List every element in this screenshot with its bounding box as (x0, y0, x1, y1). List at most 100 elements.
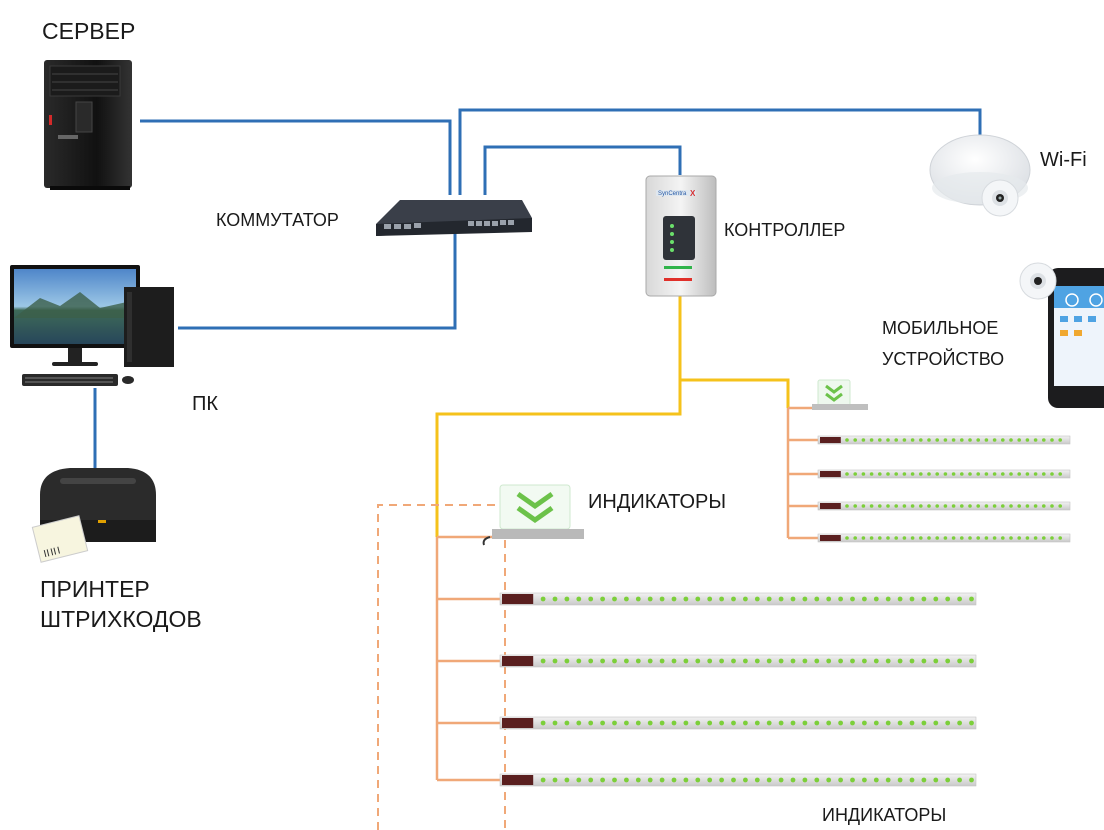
led-dot (850, 596, 855, 602)
label-mobile-line2: УСТРОЙСТВО (882, 349, 1005, 369)
led-dot (935, 504, 939, 508)
led-dot (695, 720, 701, 726)
led-dot (992, 438, 997, 442)
led-dot (802, 658, 808, 664)
led-dot (814, 658, 820, 664)
led-dot (1058, 438, 1062, 442)
link-switch-wifi (458, 108, 982, 195)
led-dot (683, 658, 689, 664)
led-dot (873, 720, 879, 726)
led-dot (754, 720, 760, 726)
led-dot (957, 720, 962, 726)
indicator-hub-large (482, 484, 584, 546)
led-dot (933, 777, 939, 783)
led-dot (951, 472, 956, 476)
led-dot (909, 596, 915, 602)
led-dot (845, 472, 849, 476)
led-dot (862, 596, 867, 602)
led-dot (976, 536, 980, 540)
led-dot (935, 472, 939, 476)
led-dot (1017, 504, 1021, 508)
strip-display (820, 437, 841, 443)
led-dot (845, 504, 849, 508)
led-dot (1025, 536, 1030, 540)
led-dot (540, 596, 546, 602)
indicator-strip (499, 592, 977, 606)
led-dot (1033, 472, 1038, 476)
led-dot (731, 720, 736, 726)
led-dot (802, 777, 808, 783)
led-dot (897, 720, 903, 726)
led-dot (826, 596, 832, 602)
led-dot (902, 536, 907, 540)
led-dot (778, 658, 784, 664)
led-dot (862, 658, 867, 664)
led-dot (969, 658, 974, 664)
led-dot (933, 658, 939, 664)
led-dot (814, 596, 820, 602)
led-dot (612, 658, 617, 664)
led-dot (790, 777, 796, 783)
mobile-device-icon (1019, 262, 1104, 408)
strip-display (502, 775, 534, 785)
led-dot (802, 720, 808, 726)
led-dot (992, 472, 997, 476)
led-dot (951, 504, 956, 508)
led-dot (1009, 438, 1013, 442)
label-server: СЕРВЕР (42, 18, 136, 44)
led-dot (790, 720, 796, 726)
link-server-switch (140, 119, 452, 195)
led-dot (683, 777, 689, 783)
led-dot (612, 720, 617, 726)
led-dot (1050, 472, 1054, 476)
bus-right-branch (680, 378, 790, 408)
led-dot (921, 720, 927, 726)
led-dot (909, 658, 915, 664)
led-dot (853, 536, 857, 540)
led-dot (1001, 438, 1005, 442)
led-dot (969, 720, 974, 726)
led-dot (564, 596, 570, 602)
led-dot (969, 596, 974, 602)
led-dot (861, 536, 866, 540)
led-dot (600, 658, 605, 664)
indicator-strip (817, 533, 1071, 543)
led-dot (647, 720, 653, 726)
led-dot (588, 658, 594, 664)
led-dot (909, 720, 915, 726)
led-dot (564, 658, 570, 664)
led-dot (1001, 504, 1005, 508)
led-dot (919, 536, 923, 540)
led-dot (766, 720, 772, 726)
led-dot (647, 596, 653, 602)
label-printer-line2: ШТРИХКОДОВ (40, 606, 202, 632)
indicator-strip (499, 654, 977, 668)
bus-controller-down (435, 296, 682, 537)
led-dot (635, 596, 641, 602)
led-dot (683, 720, 689, 726)
led-dot (878, 536, 882, 540)
led-dot (885, 720, 891, 726)
led-dot (984, 438, 989, 442)
indicator-strip (817, 501, 1071, 511)
led-dot (850, 658, 855, 664)
led-dot (919, 504, 923, 508)
led-dot (1017, 438, 1021, 442)
ethernet-links (93, 108, 982, 470)
wifi-access-point-icon (929, 134, 1031, 217)
indicator-strip (817, 469, 1071, 479)
led-dot (624, 777, 629, 783)
led-dot (984, 472, 989, 476)
led-dot (826, 658, 832, 664)
led-dot (1050, 438, 1054, 442)
led-dot (743, 596, 748, 602)
led-dot (659, 658, 665, 664)
led-dot (969, 777, 974, 783)
link-switch-controller (483, 145, 682, 195)
led-dot (984, 504, 989, 508)
led-dot (943, 438, 948, 442)
led-dot (695, 777, 701, 783)
led-dot (886, 504, 890, 508)
led-dot (635, 777, 641, 783)
led-dot (861, 438, 866, 442)
